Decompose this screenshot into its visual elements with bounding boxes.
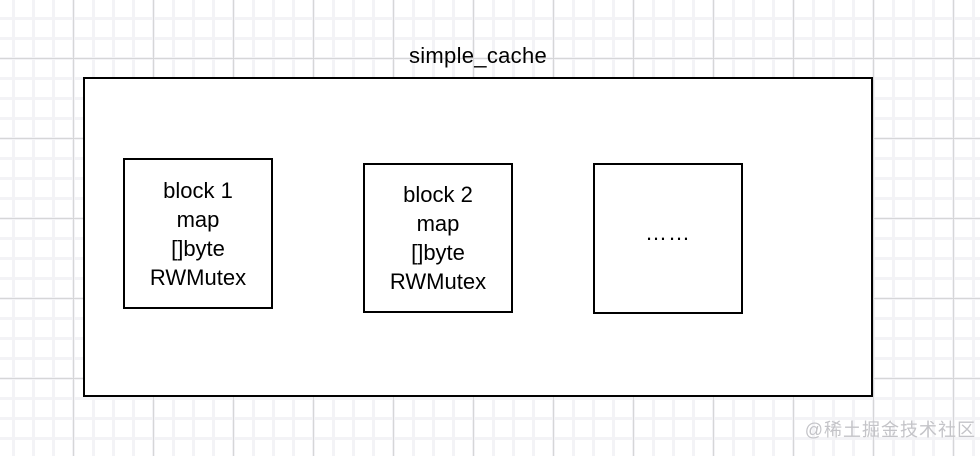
block-1-title: block 1 [163, 177, 233, 203]
block-2-field-byte: []byte [411, 240, 465, 265]
block-1-node: block 1 map []byte RWMutex [123, 158, 273, 309]
block-1-field-map: map [176, 206, 220, 232]
block-1-field-byte: []byte [171, 235, 225, 261]
block-2-node: block 2 map []byte RWMutex [363, 163, 513, 313]
more-blocks-ellipsis: …… [645, 220, 691, 245]
block-1-field-rwmutex: RWMutex [149, 264, 247, 290]
simple-cache-container: block 1 map []byte RWMutex block 2 map [… [83, 77, 873, 397]
block-2-field-map: map [416, 211, 460, 236]
block-2-title: block 2 [403, 182, 473, 207]
watermark: @稀土掘金技术社区 [804, 420, 976, 440]
diagram-title: simple_cache [408, 43, 548, 68]
block-more-node: …… [593, 163, 743, 314]
block-2-field-rwmutex: RWMutex [389, 269, 487, 294]
